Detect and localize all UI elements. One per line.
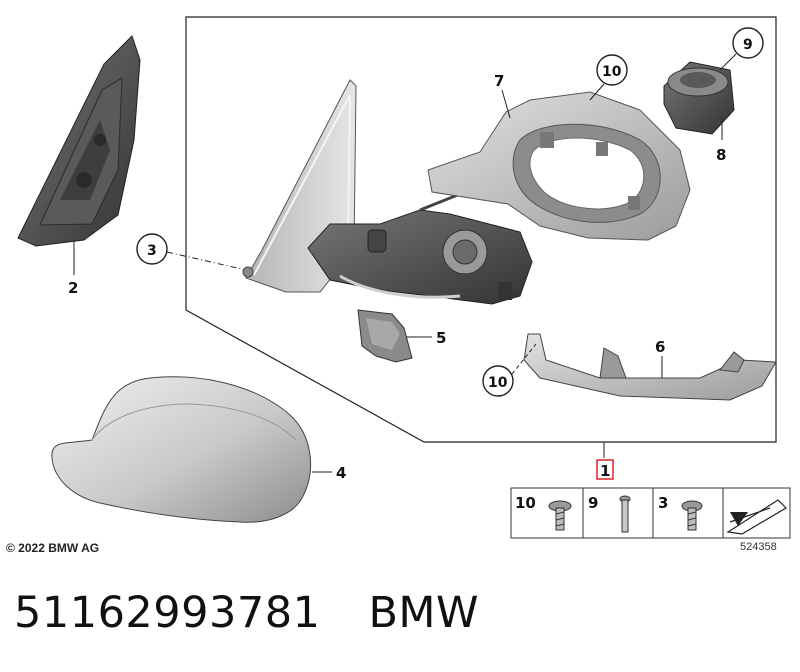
- part-number-line: 51162993781 BMW: [14, 588, 479, 638]
- legend-cell-label: 10: [515, 494, 536, 512]
- callout-3-circle: [136, 233, 168, 265]
- callout-10b-circle: [482, 365, 514, 397]
- callout-3: 3: [147, 243, 157, 259]
- image-number: 524358: [740, 541, 777, 553]
- leader-7: [501, 89, 511, 119]
- callout-10b: 10: [488, 375, 508, 391]
- pin-9-icon: [619, 495, 631, 533]
- callout-10a-circle: [596, 54, 628, 86]
- part-2-mirror-triangle: [17, 35, 141, 247]
- part-4-mirror-cap: [51, 376, 312, 523]
- legend-cell-label: 9: [588, 494, 598, 512]
- callout-5: 5: [436, 329, 446, 347]
- part-7-mirror-housing: [427, 91, 691, 241]
- callout-7: 7: [494, 72, 504, 90]
- legend-cell-label: 3: [658, 494, 668, 512]
- leader-9: [719, 53, 737, 71]
- callout-2: 2: [68, 279, 78, 297]
- arrow-symbol-icon: [726, 499, 787, 535]
- part-8-mirror-motor: [663, 61, 735, 135]
- leader-10a: [589, 83, 605, 101]
- copyright-notice: © 2022 BMW AG: [6, 541, 100, 555]
- mirror-drive-unit: [307, 188, 533, 305]
- parts-diagram: 2 4 3 5 7 10: [17, 16, 791, 539]
- callout-10a: 10: [602, 64, 622, 80]
- callout-1-highlight: [596, 459, 614, 480]
- callout-1: 1: [600, 462, 610, 480]
- callout-6: 6: [655, 338, 665, 356]
- hardware-legend-table: 10 9 3: [510, 487, 791, 539]
- screw-10-icon: [548, 500, 572, 531]
- screw-3-icon: [681, 500, 703, 531]
- assembly-frame: [185, 16, 777, 443]
- brand-name: BMW: [368, 588, 480, 638]
- leader-3: [166, 251, 247, 271]
- part-5-bracket: [357, 309, 413, 363]
- part-6-lower-trim: [523, 333, 777, 401]
- callout-4: 4: [336, 464, 346, 482]
- part-number: 51162993781: [14, 588, 321, 638]
- callout-8: 8: [716, 146, 726, 164]
- callout-9-circle: [732, 27, 764, 59]
- callout-9: 9: [743, 37, 753, 53]
